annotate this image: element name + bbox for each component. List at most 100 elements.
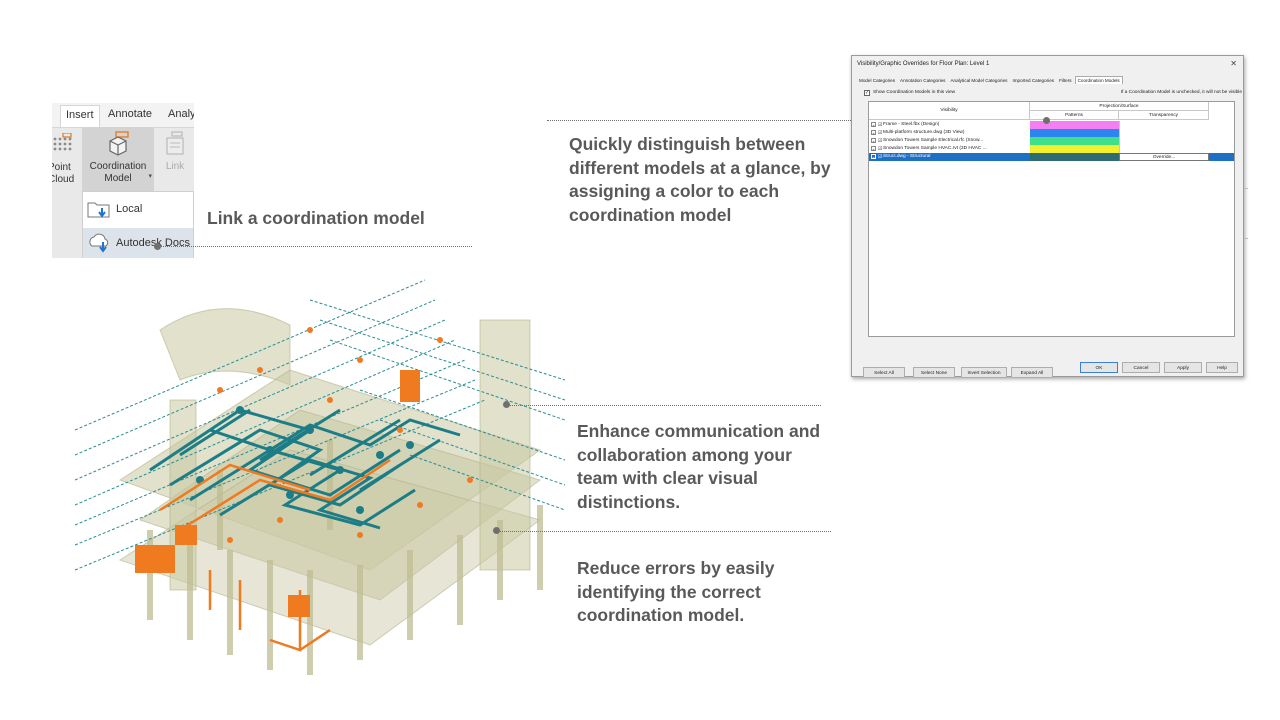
help-button[interactable]: Help [1206, 362, 1238, 373]
table-row[interactable]: +☑ Snowdon Towers Sample HVAC.rvt (3D HV… [869, 145, 1234, 153]
dialog-tab-strip: Model Categories Annotation Categories Ana… [857, 76, 1124, 85]
expand-icon[interactable]: + [871, 138, 876, 144]
leader-line-link [158, 246, 472, 247]
dropdown-item-local-label: Local [116, 203, 143, 215]
coordination-model-button[interactable]: Coordination Model ▾ [82, 127, 154, 191]
row-transparency[interactable] [1119, 121, 1209, 129]
electrical-conduits [159, 458, 391, 652]
row-checkbox[interactable]: ☑ [878, 130, 883, 136]
row-name: Multi-platform structure.dwg (3D View) [883, 130, 965, 135]
dialog-title: Visibility/Graphic Overrides for Floor P… [857, 61, 990, 67]
override-button[interactable]: Override... [1119, 153, 1209, 161]
column-patterns: Patterns [1030, 111, 1119, 120]
row-name: Snowdon Towers Sample Electrical.rfc (Sn… [883, 138, 984, 143]
row-name: Struct.dwg - Structural [883, 154, 931, 159]
coordination-model-dropdown: Local Autodesk Docs [82, 191, 194, 258]
select-all-button[interactable]: Select All [863, 367, 905, 378]
cancel-button[interactable]: Cancel [1122, 362, 1160, 373]
leader-line-errors [497, 531, 831, 532]
point-cloud-button[interactable]: Point Cloud [52, 127, 78, 191]
dropdown-item-autodesk-docs[interactable]: Autodesk Docs [83, 228, 193, 258]
tab-analytical-model-categories[interactable]: Analytical Model Categories [950, 78, 1008, 83]
ribbon-tab-row: Insert Annotate Analy [52, 103, 194, 128]
point-cloud-icon [53, 132, 72, 151]
row-checkbox[interactable]: ☑ [878, 154, 883, 160]
columns-ghost [147, 440, 543, 675]
coordination-models-grid: Visibility Projection/Surface Patterns T… [868, 101, 1235, 337]
column-group-projection: Projection/Surface [1030, 102, 1209, 111]
expand-icon[interactable]: + [871, 122, 876, 128]
coordination-model-icon [109, 131, 129, 156]
tab-filters[interactable]: Filters [1059, 78, 1072, 83]
invert-selection-button[interactable]: Invert Selection [961, 367, 1007, 378]
tab-annotate[interactable]: Annotate [108, 108, 153, 120]
switchgear [175, 525, 197, 545]
electrical-equipment [135, 327, 473, 617]
table-row-selected[interactable]: +☑ Struct.dwg - Structural Override... [869, 153, 1234, 161]
leader-dot-communication [503, 401, 510, 408]
table-row[interactable]: +☑ Multi-platform structure.dwg (3D View… [869, 129, 1234, 137]
close-icon[interactable]: ✕ [1230, 59, 1237, 68]
show-models-checkbox[interactable]: ✓ [864, 90, 870, 96]
tab-insert[interactable]: Insert [60, 105, 100, 127]
hvac-piping [149, 408, 461, 530]
transformer [288, 595, 310, 617]
tab-imported-categories[interactable]: Imported Categories [1012, 78, 1055, 83]
electrical-panel [400, 370, 420, 402]
annotation-communication: Enhance communication and collaboration … [577, 421, 821, 512]
dropdown-arrow-icon: ▾ [148, 173, 152, 180]
row-name: Frame - Steel.fbx (Design) [883, 122, 940, 127]
window-edge-fragment [1244, 238, 1248, 239]
cloud-icon [89, 233, 109, 253]
link-button-label: Link [165, 161, 185, 172]
tab-analyze[interactable]: Analy [168, 108, 194, 120]
show-models-label: Show Coordination Models in this view [873, 90, 956, 95]
row-checkbox[interactable]: ☑ [878, 138, 883, 144]
folder-icon [87, 202, 110, 218]
visibility-overrides-dialog: Visibility/Graphic Overrides for Floor P… [851, 55, 1244, 378]
leader-dot-link [154, 243, 161, 250]
row-transparency[interactable] [1119, 137, 1209, 145]
building-model-illustration [74, 279, 566, 675]
link-button-disabled[interactable]: Link [156, 127, 194, 191]
dropdown-item-autodesk-docs-label: Autodesk Docs [116, 237, 190, 249]
link-model-icon [166, 131, 184, 155]
switchgear [135, 545, 175, 573]
row-color-swatch[interactable] [1030, 153, 1119, 161]
expand-icon[interactable]: + [871, 154, 876, 160]
ok-button[interactable]: OK [1080, 362, 1118, 373]
expand-icon[interactable]: + [871, 130, 876, 136]
grid-lines [74, 279, 566, 571]
row-color-swatch[interactable] [1030, 145, 1119, 153]
row-transparency[interactable] [1119, 129, 1209, 137]
point-cloud-label: Point Cloud [52, 162, 75, 185]
annotation-link-model: Link a coordination model [207, 208, 425, 228]
expand-icon[interactable]: + [871, 146, 876, 152]
row-checkbox[interactable]: ☑ [878, 146, 883, 152]
window-edge-fragment [1244, 188, 1248, 189]
table-row[interactable]: +☑ Snowdon Towers Sample Electrical.rfc … [869, 137, 1234, 145]
leader-line-distinguish [547, 120, 1047, 121]
column-transparency: Transparency [1119, 111, 1209, 120]
annotation-distinguish: Quickly distinguish between different mo… [569, 134, 831, 225]
row-color-swatch[interactable] [1030, 129, 1119, 137]
row-color-swatch[interactable] [1030, 121, 1119, 129]
unchecked-note: If a Coordination Model is unchecked, it… [1120, 90, 1242, 95]
tab-model-categories[interactable]: Model Categories [859, 78, 896, 83]
tab-coordination-models[interactable]: Coordination Models [1074, 76, 1123, 84]
dialog-body: ✓ Show Coordination Models in this view … [857, 85, 1242, 385]
apply-button[interactable]: Apply [1164, 362, 1202, 373]
select-none-button[interactable]: Select None [913, 367, 955, 378]
table-row[interactable]: +☑ Frame - Steel.fbx (Design) [869, 121, 1234, 129]
tab-annotation-categories[interactable]: Annotation Categories [900, 78, 946, 83]
row-name: Snowdon Towers Sample HVAC.rvt (3D HVAC … [883, 146, 987, 151]
column-visibility: Visibility [869, 102, 1030, 120]
expand-all-button[interactable]: Expand All [1011, 367, 1053, 378]
ribbon-crop: Insert Annotate Analy Point Cloud Coordi… [52, 103, 194, 258]
leader-dot-errors [493, 527, 500, 534]
row-color-swatch[interactable] [1030, 137, 1119, 145]
row-transparency[interactable] [1119, 145, 1209, 153]
dropdown-item-local[interactable]: Local [83, 194, 193, 224]
row-checkbox[interactable]: ☑ [878, 122, 883, 128]
leader-line-communication [507, 405, 821, 406]
